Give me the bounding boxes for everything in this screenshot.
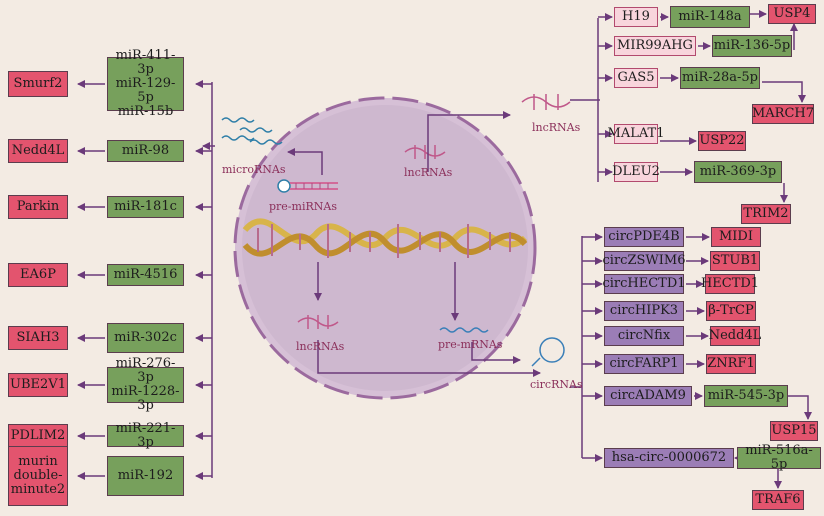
mirna-box: miR-516a-5p [737, 444, 821, 472]
circrna-box: hsa-circ-0000672 [604, 448, 734, 468]
target-box: EA6P [8, 263, 68, 287]
circrna-box: circHIPK3 [604, 301, 684, 321]
target-box: PDLIM2 [8, 424, 68, 448]
lncrna-box: H19 [614, 7, 658, 27]
mirna-box: miR-192 [107, 456, 184, 496]
pre-mrna-wave-icon [439, 327, 489, 333]
target-box: murin double- minute2 [8, 446, 68, 506]
lncrna-box: GAS5 [614, 68, 658, 88]
mirna-box: miR-411-3p miR-129-5p miR-15b [107, 49, 184, 119]
lncrna-box: MIR99AHG [614, 36, 696, 56]
target-box: TRAF6 [752, 490, 804, 510]
mirna-box: miR-276-3p miR-1228-3p [107, 357, 184, 413]
target-box: STUB1 [710, 251, 760, 271]
target-box: HECTD1 [701, 274, 759, 294]
lncrnas-lower-label: lncRNAs [296, 340, 345, 353]
circrna-box: circADAM9 [604, 386, 692, 406]
target-box: MARCH7 [752, 104, 814, 124]
circrna-box: circNfix [604, 326, 684, 346]
target-box: SIAH3 [8, 326, 68, 350]
target-box: USP22 [698, 131, 746, 151]
mirna-box: miR-136-5p [712, 35, 792, 57]
mirna-box: miR-98 [107, 140, 184, 162]
lncrna-box: MALAT1 [608, 124, 664, 144]
target-box: ZNRF1 [706, 354, 756, 374]
lncrnas-outside-label: lncRNAs [532, 121, 581, 134]
mirna-box: miR-369-3p [694, 161, 782, 183]
sponge-arrow [762, 81, 806, 103]
circrna-box: circPDE4B [604, 227, 684, 247]
lncrna-nucleus-icon [404, 145, 446, 159]
target-box: Parkin [8, 195, 68, 219]
mirna-box: miR-181c [107, 196, 184, 218]
lncrna-outside-icon [521, 94, 571, 110]
mirna-box: miR-4516 [107, 264, 184, 286]
target-box: Nedd4L [709, 326, 761, 346]
microrna-strands-icon [221, 117, 283, 145]
target-box: UBE2V1 [8, 373, 68, 397]
dna-helix-icon [242, 218, 528, 258]
lncrna-lower-icon [297, 315, 339, 329]
circrna-box: circHECTD1 [602, 274, 686, 294]
target-box: β-TrCP [706, 301, 756, 321]
target-box: Nedd4L [8, 139, 68, 163]
circrna-box: circZSWIM6 [603, 251, 685, 271]
mirna-box: miR-148a [670, 6, 750, 28]
target-box: Smurf2 [8, 71, 68, 97]
pre-mirna-hairpin-icon [277, 179, 338, 193]
pre-mrnas-label: pre-mRNAs [438, 338, 503, 351]
target-box: TRIM2 [741, 204, 791, 224]
target-box: USP4 [768, 4, 816, 24]
target-box: USP15 [770, 421, 818, 441]
circrna-loop-icon [531, 337, 565, 367]
pre-mirnas-label: pre-miRNAs [269, 200, 337, 213]
circrnas-label: circRNAs [530, 378, 583, 391]
mirna-box: miR-28a-5p [680, 67, 760, 89]
lncrna-box: DLEU2 [612, 162, 660, 182]
mirna-box: miR-302c [107, 323, 184, 353]
micrornas-label: microRNAs [222, 163, 286, 176]
lncrnas-nucleus-label: lncRNAs [404, 166, 453, 179]
mirna-box: miR-545-3p [704, 385, 788, 407]
target-box: MIDI [711, 227, 761, 247]
circrna-box: circFARP1 [604, 354, 684, 374]
sponge-arrow [788, 395, 812, 420]
mirna-box: miR-221-3p [107, 422, 184, 450]
